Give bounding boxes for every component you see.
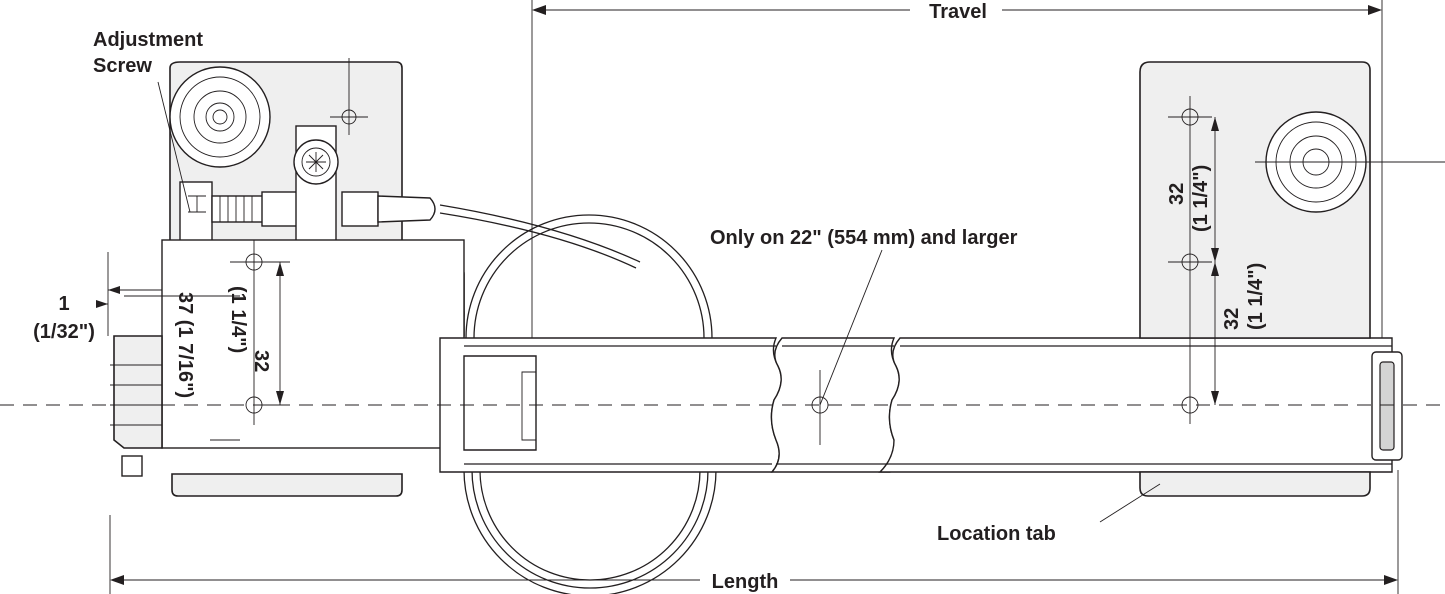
right-hole-lower-value: 32: [1221, 308, 1243, 330]
right-hole-dimensions: [1211, 117, 1219, 405]
right-hole-lower-imperial: (1 1/4"): [1245, 263, 1267, 330]
length-dimension: [109, 470, 1399, 594]
left-height-dimension: [124, 295, 240, 441]
length-label: Length: [712, 571, 779, 593]
left-offset-value: 1: [58, 293, 69, 315]
right-hole-upper-imperial: (1 1/4"): [1190, 165, 1212, 232]
right-hole-upper-value: 32: [1166, 183, 1188, 205]
adjustment-screw-label-line1: Adjustment: [93, 29, 203, 51]
only-on-label: Only on 22" (554 mm) and larger: [710, 227, 1018, 249]
left-hole-imperial: (1 1/4"): [227, 286, 249, 353]
only-on-leader: [819, 249, 883, 406]
adjustment-screw-leader: [157, 81, 191, 213]
slide-rail-left: [110, 239, 465, 477]
slide-rail: [439, 337, 1393, 473]
adjustment-screw-label-line2: Screw: [93, 55, 152, 77]
travel-label: Travel: [929, 1, 987, 23]
right-mounting-bracket: [1139, 61, 1445, 497]
left-offset-imperial: (1/32"): [33, 321, 95, 343]
left-hole-value: 32: [250, 350, 272, 372]
left-hole-dimension: [262, 261, 290, 406]
location-tab-leader: [1099, 483, 1161, 523]
left-height-label: 37 (1 7/16"): [174, 292, 196, 398]
travel-dimension: [531, 0, 1383, 338]
left-offset-dimension: [96, 240, 163, 336]
location-tab-label: Location tab: [937, 523, 1056, 545]
